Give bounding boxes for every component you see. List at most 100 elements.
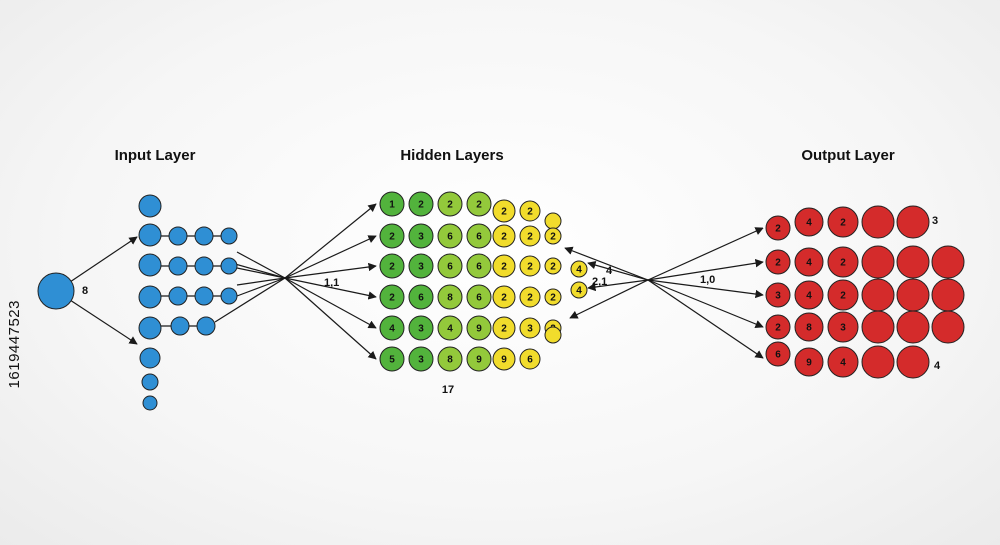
input-node [168,256,188,276]
node-value: 2 [550,232,556,243]
output-node [896,278,930,312]
input-layer-title: Input Layer [115,147,196,164]
hidden-node [519,348,541,370]
connection-edge [236,251,286,279]
hidden-node [519,225,541,247]
hidden-node [466,315,492,341]
hidden-node [492,199,516,223]
output-node [794,280,824,310]
node-value: 5 [389,355,395,366]
hidden-node [519,286,541,308]
node-value: 2 [501,207,507,218]
connection-edge [647,279,764,359]
output-node [794,312,824,342]
hidden-node [408,191,434,217]
output-node [931,278,965,312]
connection-edge [564,246,649,281]
connection-edge [284,277,377,300]
node-value: 6 [775,350,781,361]
node-value: 2 [527,232,533,243]
node-value: 6 [476,262,482,273]
output-node [931,245,965,279]
node-value: 9 [476,355,482,366]
hidden-node [408,253,434,279]
connection-edge [236,277,286,286]
input-node [138,194,162,218]
hidden-node [408,315,434,341]
hidden-node [466,223,492,249]
node-value: 6 [476,293,482,304]
input-edge-label: 8 [82,285,88,297]
hidden-node [437,346,463,372]
output-node [861,345,895,379]
input-node [194,256,214,276]
node-value: 6 [418,293,424,304]
node-value: 8 [447,355,453,366]
connection-edge [227,261,286,279]
output-node [794,347,824,377]
hidden-node [408,346,434,372]
node-value: 2 [501,232,507,243]
input-node [196,316,216,336]
output-top-label: 3 [932,215,938,227]
input-node [138,223,162,247]
hidden-edge-node [570,260,588,278]
node-value: 2 [476,200,482,211]
input-node [220,287,238,305]
output-node [827,311,859,343]
hidden-node [544,288,562,306]
output-node [827,279,859,311]
output-node [765,282,791,308]
hidden-node [437,315,463,341]
node-value: 6 [527,355,533,366]
node-value: 8 [447,293,453,304]
hidden-node [492,347,516,371]
output-node [765,314,791,340]
connection-edge [214,277,286,323]
node-value: 2 [840,258,846,269]
node-value: 2 [389,262,395,273]
node-value: 4 [806,218,812,229]
output-node [896,310,930,344]
hidden-node [379,315,405,341]
watermark-id: 1619447523 [6,300,23,389]
node-value: 4 [840,358,846,369]
input-node [170,316,190,336]
node-value: 2 [527,262,533,273]
hidden-node [466,253,492,279]
connection-edge [284,262,377,279]
hidden-node [379,223,405,249]
hidden-node [519,255,541,277]
input-node [194,226,214,246]
hidden-node [544,212,562,230]
hidden-node [408,223,434,249]
node-value: 4 [389,324,395,335]
node-value: 4 [576,286,582,297]
output-node [861,205,895,239]
hidden-edge-node [570,281,588,299]
connection-edge [587,261,649,281]
node-value: 3 [527,324,533,335]
node-value: 3 [775,291,781,302]
output-bottom-label: 4 [934,360,941,372]
hidden-node [466,284,492,310]
input-node [194,286,214,306]
output-layer-title: Output Layer [801,147,895,164]
hidden-node [519,200,541,222]
node-value: 4 [576,265,582,276]
hidden-node [466,346,492,372]
hidden-node [379,191,405,217]
labels-group: Input Layer Hidden Layers Output Layer 8… [82,147,941,396]
output-node [931,310,965,344]
output-node [861,278,895,312]
hidden-node [379,346,405,372]
node-value: 1 [389,200,395,211]
node-value: 6 [476,232,482,243]
hidden-node [492,224,516,248]
node-value: 2 [550,293,556,304]
output-node [896,245,930,279]
output-node [896,205,930,239]
node-value: 3 [418,232,424,243]
output-node [827,346,859,378]
